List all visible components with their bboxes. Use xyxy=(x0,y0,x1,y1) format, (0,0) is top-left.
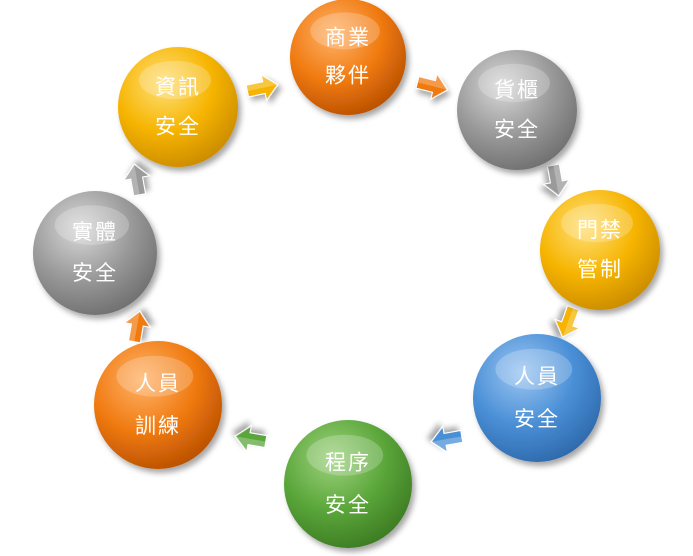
node-label-line1: 人員 xyxy=(514,365,560,389)
node-gloss xyxy=(116,355,194,397)
node-circle xyxy=(118,47,238,167)
node-label-line2: 安全 xyxy=(155,114,201,138)
arrow-access-to-personnel-icon xyxy=(554,305,581,338)
node-gloss xyxy=(54,205,130,245)
arrow-procedural-to-training-icon xyxy=(234,424,268,453)
node-circle xyxy=(284,420,412,548)
node-label-line2: 訓練 xyxy=(135,414,181,438)
node-circle xyxy=(290,0,406,115)
node-label-line1: 程序 xyxy=(325,451,371,475)
arrow-business-to-cargo-icon xyxy=(415,72,449,101)
arrow-info-to-business-icon xyxy=(245,73,279,102)
node-gloss xyxy=(310,12,380,50)
arrow-physical-to-info-icon xyxy=(122,163,151,197)
node-circle xyxy=(540,190,660,310)
node-circle xyxy=(457,50,577,170)
node-circle xyxy=(473,334,601,462)
node-label-line2: 安全 xyxy=(494,117,540,141)
node-gloss xyxy=(495,348,573,390)
node-label-line2: 夥伴 xyxy=(325,64,371,88)
node-label-line1: 商業 xyxy=(325,25,371,49)
node-circle xyxy=(33,191,157,315)
arrows-layer xyxy=(122,72,581,454)
arrow-training-to-physical-icon xyxy=(123,310,152,344)
node-label-line1: 資訊 xyxy=(155,75,201,99)
node-label-line2: 安全 xyxy=(325,493,371,517)
arrow-cargo-to-access-icon xyxy=(542,163,571,197)
node-label-line2: 管制 xyxy=(577,257,623,281)
node-gloss xyxy=(478,63,550,103)
node-label-line1: 人員 xyxy=(135,372,181,396)
arrow-personnel-to-procedural-icon xyxy=(430,425,464,454)
node-label-line2: 安全 xyxy=(514,407,560,431)
node-label-line1: 實體 xyxy=(72,220,118,244)
node-gloss xyxy=(139,60,211,100)
node-label-line1: 門禁 xyxy=(577,218,623,242)
node-gloss xyxy=(306,434,384,476)
node-gloss xyxy=(561,203,633,243)
node-circle xyxy=(94,341,222,469)
node-label-line1: 貨櫃 xyxy=(494,78,540,102)
node-label-line2: 安全 xyxy=(72,261,118,285)
